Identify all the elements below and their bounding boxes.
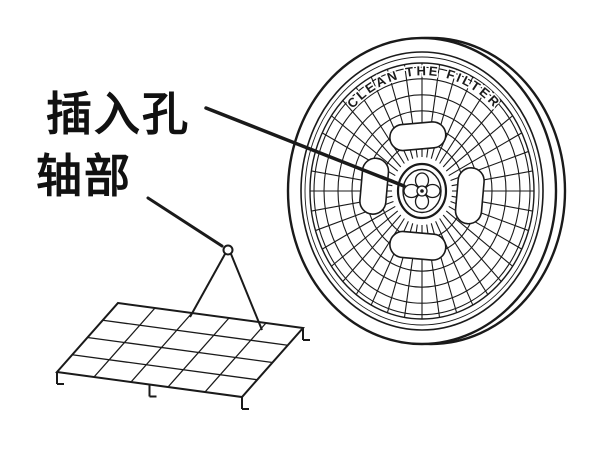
rack-handle xyxy=(189,244,263,331)
hub-center-dot xyxy=(420,189,424,193)
handle-wire-right xyxy=(230,253,263,331)
handle-wire-left xyxy=(189,253,226,318)
leader-line-shaft xyxy=(146,196,224,248)
leader-line-insertion-hole xyxy=(204,106,406,188)
filter-rack xyxy=(55,301,310,410)
filter-face-inner-line xyxy=(304,56,540,326)
label-shaft: 轴部 xyxy=(36,150,132,202)
shaft-loop xyxy=(222,244,234,256)
filter-holes xyxy=(359,121,485,261)
filter-hub xyxy=(396,162,448,220)
label-insertion-hole: 插入孔 xyxy=(46,88,190,140)
filter-disc: CLEAN THE FILTER xyxy=(286,36,567,346)
